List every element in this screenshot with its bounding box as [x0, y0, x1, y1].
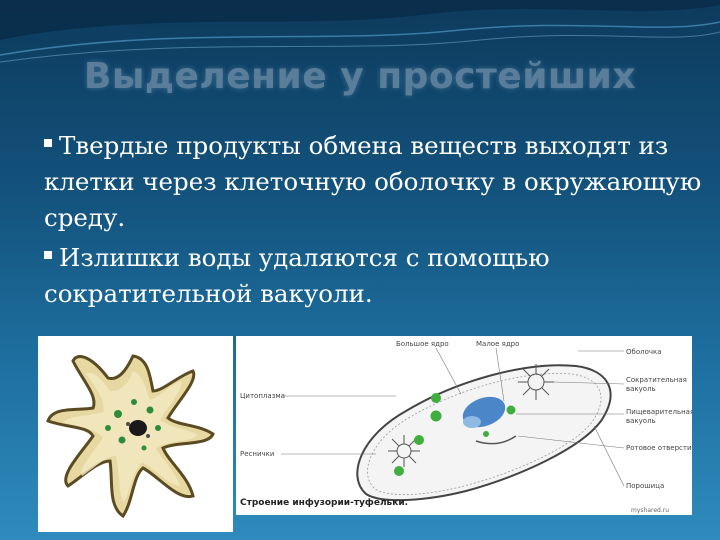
slide-body: Твердые продукты обмена веществ выходят …	[44, 128, 709, 316]
diagram-signature: myshared.ru	[631, 507, 669, 514]
bullet-item: Твердые продукты обмена веществ выходят …	[44, 128, 709, 236]
bullet-item: Излишки воды удаляются с помощью сократи…	[44, 240, 709, 312]
paramecium-diagram: Большое ядро Малое ядро Оболочка Сократи…	[236, 336, 696, 515]
paramecium-drawing: Большое ядро Малое ядро Оболочка Сократи…	[240, 340, 696, 514]
bullet-text: Твердые продукты обмена веществ выходят …	[44, 131, 702, 232]
label-mouth: Ротовое отверстие	[626, 444, 692, 452]
decorative-wave	[0, 0, 720, 63]
label-digestive-vacuole-1: Пищеварительная	[626, 408, 692, 416]
amoeba-illustration	[38, 336, 233, 532]
label-contractile-vacuole-1: Сократительная	[626, 376, 687, 384]
label-cilia: Реснички	[240, 450, 274, 458]
leader-lines	[281, 347, 625, 487]
amoeba-drawing	[46, 354, 215, 519]
bullet-square-icon	[44, 251, 52, 259]
label-membrane: Оболочка	[626, 348, 662, 356]
paramecium-body	[356, 364, 612, 502]
label-big-nucleus: Большое ядро	[396, 340, 449, 348]
bullet-square-icon	[44, 139, 52, 147]
label-digestive-vacuole-2: вакуоль	[626, 417, 656, 425]
label-cytoplasm: Цитоплазма	[240, 392, 285, 400]
label-small-nucleus: Малое ядро	[476, 340, 519, 348]
bullet-text: Излишки воды удаляются с помощью сократи…	[44, 243, 550, 308]
label-contractile-vacuole-2: вакуоль	[626, 385, 656, 393]
label-powder: Порошица	[626, 482, 664, 490]
page-title: Выделение у простейших	[83, 56, 637, 97]
diagram-caption: Строение инфузории-туфельки.	[240, 498, 408, 508]
